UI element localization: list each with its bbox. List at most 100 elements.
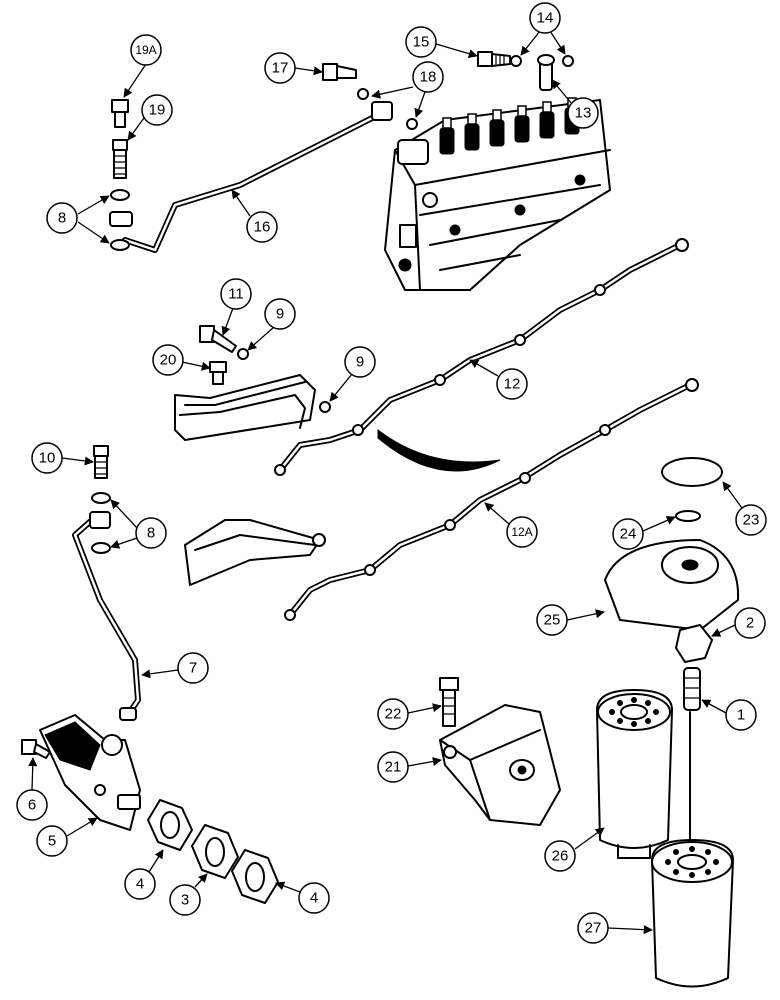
banjo-bolt-15 (477, 51, 511, 67)
gasket-4b (231, 849, 279, 904)
callout-12a: 12A (484, 502, 538, 548)
svg-text:1: 1 (737, 707, 745, 724)
svg-text:10: 10 (39, 450, 56, 467)
svg-text:8: 8 (58, 210, 66, 227)
callout-19a: 19A (123, 34, 162, 98)
svg-text:2: 2 (746, 615, 754, 632)
svg-text:12A: 12A (511, 525, 532, 539)
bolt-10 (93, 445, 109, 479)
gasket-3 (191, 824, 239, 879)
svg-text:8: 8 (147, 525, 155, 542)
washer-18a (357, 88, 369, 100)
svg-text:23: 23 (743, 512, 760, 529)
filter-head-21 (439, 704, 561, 826)
svg-text:22: 22 (385, 706, 402, 723)
drain-fitting-1 (683, 667, 701, 861)
callout-9-upper: 9 (247, 298, 296, 351)
svg-text:19: 19 (149, 102, 166, 119)
washer-8a (110, 189, 130, 201)
svg-text:15: 15 (413, 34, 430, 51)
fuel-filter-27 (651, 839, 734, 988)
callout-14: 14 (520, 2, 566, 56)
callout-4-right: 4 (275, 881, 330, 914)
filter-housing-25 (604, 539, 740, 631)
washer-8d (91, 542, 111, 554)
callout-6: 6 (16, 757, 48, 821)
bolt-19a (111, 99, 129, 128)
callout-13: 13 (551, 79, 599, 129)
washer-8b (110, 239, 130, 251)
callout-7: 7 (141, 652, 209, 684)
bolt-11 (199, 325, 237, 353)
bolt-22 (439, 677, 459, 727)
fuel-return-line-16 (122, 101, 393, 253)
callout-23: 23 (722, 481, 767, 536)
injection-line-set-12a (184, 378, 699, 621)
o-ring-23 (661, 457, 723, 487)
washer-18b (406, 118, 418, 130)
washer-8c (91, 492, 111, 504)
fuel-supply-line-7 (72, 511, 141, 721)
svg-text:27: 27 (585, 920, 602, 937)
fitting-13 (537, 54, 555, 91)
svg-text:17: 17 (272, 60, 289, 77)
callout-4-left: 4 (124, 849, 164, 900)
svg-text:9: 9 (276, 306, 284, 323)
svg-text:5: 5 (48, 833, 56, 850)
callout-22: 22 (377, 698, 442, 730)
callout-5: 5 (36, 817, 98, 857)
svg-text:3: 3 (181, 892, 189, 909)
callout-26: 26 (544, 827, 605, 872)
callout-11: 11 (220, 278, 252, 336)
svg-text:9: 9 (356, 354, 364, 371)
svg-text:13: 13 (575, 105, 592, 122)
callout-27: 27 (577, 912, 653, 944)
washer-9a (237, 348, 249, 360)
fuel-transfer-pump-5 (39, 714, 141, 831)
callout-9-lower: 9 (329, 346, 376, 402)
o-ring-24 (675, 510, 701, 522)
svg-text:24: 24 (620, 526, 637, 543)
washer-14b (562, 55, 574, 67)
washer-14a (510, 55, 522, 67)
callout-10: 10 (31, 442, 94, 474)
nut-2 (675, 624, 713, 663)
svg-text:6: 6 (28, 797, 36, 814)
svg-text:21: 21 (385, 759, 402, 776)
svg-text:7: 7 (189, 660, 197, 677)
svg-text:25: 25 (544, 612, 561, 629)
banjo-bolt-17 (322, 63, 357, 81)
callout-24: 24 (612, 516, 676, 550)
svg-text:18: 18 (420, 69, 437, 86)
injection-line-set-12 (174, 238, 689, 476)
svg-text:11: 11 (228, 286, 244, 303)
fuel-filter-26 (596, 689, 673, 859)
washer-9b (319, 401, 331, 413)
bolt-20 (209, 361, 227, 385)
callout-17: 17 (264, 52, 323, 84)
curved-indicator-arrow (377, 428, 501, 472)
callout-1: 1 (701, 699, 757, 731)
svg-text:4: 4 (136, 876, 144, 893)
callout-16: 16 (231, 189, 278, 243)
callout-25: 25 (536, 604, 605, 636)
svg-text:19A: 19A (135, 43, 156, 57)
bolt-6 (21, 739, 51, 759)
svg-text:4: 4 (310, 890, 318, 907)
gasket-4a (147, 799, 193, 851)
svg-text:20: 20 (160, 352, 177, 369)
callout-19: 19 (127, 94, 173, 141)
svg-text:26: 26 (552, 848, 569, 865)
callout-18: 18 (371, 61, 444, 118)
svg-text:14: 14 (537, 10, 554, 27)
callout-2: 2 (711, 607, 766, 639)
banjo-fitting (109, 211, 133, 227)
callout-15: 15 (405, 26, 478, 59)
callout-8-middle: 8 (110, 499, 167, 549)
svg-text:12: 12 (504, 376, 521, 393)
callout-12: 12 (469, 359, 528, 400)
bolt-19 (112, 139, 128, 179)
callout-3: 3 (169, 873, 208, 916)
callout-20: 20 (152, 344, 211, 376)
